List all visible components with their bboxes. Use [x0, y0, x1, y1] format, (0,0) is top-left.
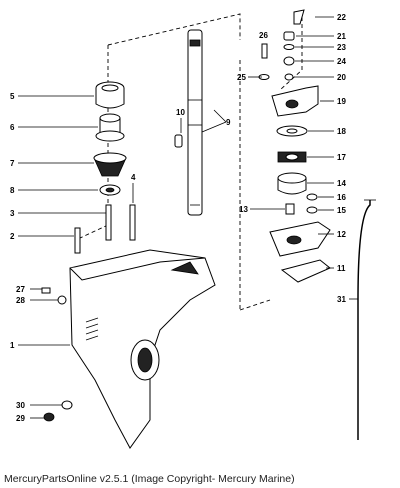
pump-base-12 [269, 221, 331, 257]
seal-24 [283, 56, 295, 66]
callout-3: 3 [10, 209, 15, 218]
callout-28: 28 [16, 296, 25, 305]
callout-11: 11 [337, 264, 346, 273]
callout-15: 15 [337, 206, 346, 215]
callout-21: 21 [337, 32, 346, 41]
gasket-11 [280, 259, 331, 283]
callout-17: 17 [337, 153, 346, 162]
pump-body-19 [271, 85, 319, 117]
pinion-gear-7 [93, 152, 127, 177]
key-13 [285, 203, 295, 215]
grommet-21 [283, 31, 295, 41]
impeller-17 [277, 151, 307, 163]
bushing-16 [306, 193, 318, 201]
callout-24: 24 [337, 57, 346, 66]
callout-4: 4 [131, 173, 136, 182]
ring-15 [306, 206, 318, 214]
callout-10: 10 [176, 108, 185, 117]
screw-27 [41, 287, 51, 294]
nut-8 [99, 184, 121, 196]
callout-14: 14 [337, 179, 346, 188]
stud-4 [129, 204, 136, 241]
callout-5: 5 [10, 92, 15, 101]
seal-20 [284, 73, 294, 81]
shaft-key-10 [174, 134, 183, 148]
cup-14 [277, 172, 307, 195]
callout-20: 20 [337, 73, 346, 82]
callout-8: 8 [10, 186, 15, 195]
screw-26 [261, 43, 268, 59]
bearing-cup-5 [95, 81, 125, 109]
callout-6: 6 [10, 123, 15, 132]
callout-leaders [18, 16, 358, 419]
callout-22: 22 [337, 13, 346, 22]
callout-16: 16 [337, 193, 346, 202]
washer-28 [57, 295, 67, 305]
callout-13: 13 [239, 205, 248, 214]
callout-23: 23 [337, 43, 346, 52]
callout-18: 18 [337, 127, 346, 136]
face-plate-18 [276, 125, 308, 137]
callout-9: 9 [226, 118, 231, 127]
bearing-6 [95, 113, 125, 142]
shift-rod-31 [357, 199, 376, 440]
driveshaft [187, 29, 203, 216]
callout-19: 19 [337, 97, 346, 106]
callout-31: 31 [337, 295, 346, 304]
callout-27: 27 [16, 285, 25, 294]
callout-2: 2 [10, 232, 15, 241]
callout-26: 26 [259, 31, 268, 40]
callout-30: 30 [16, 401, 25, 410]
washer-23 [283, 44, 295, 50]
stud-3 [105, 204, 112, 241]
nut-29 [43, 412, 55, 422]
callout-12: 12 [337, 230, 346, 239]
callout-labels: 5 6 7 8 3 2 4 10 9 22 21 26 23 24 25 20 … [10, 13, 346, 423]
callout-25: 25 [237, 73, 246, 82]
washer-30 [61, 400, 73, 410]
exploded-parts-diagram: 5 6 7 8 3 2 4 10 9 22 21 26 23 24 25 20 … [10, 9, 376, 449]
pipe-22 [293, 9, 305, 25]
image-copyright-caption: MercuryPartsOnline v2.5.1 (Image Copyrig… [4, 473, 295, 485]
stud-2 [74, 227, 81, 254]
callout-7: 7 [10, 159, 15, 168]
callout-1: 1 [10, 341, 15, 350]
callout-29: 29 [16, 414, 25, 423]
gearcase-housing-1 [69, 249, 216, 449]
